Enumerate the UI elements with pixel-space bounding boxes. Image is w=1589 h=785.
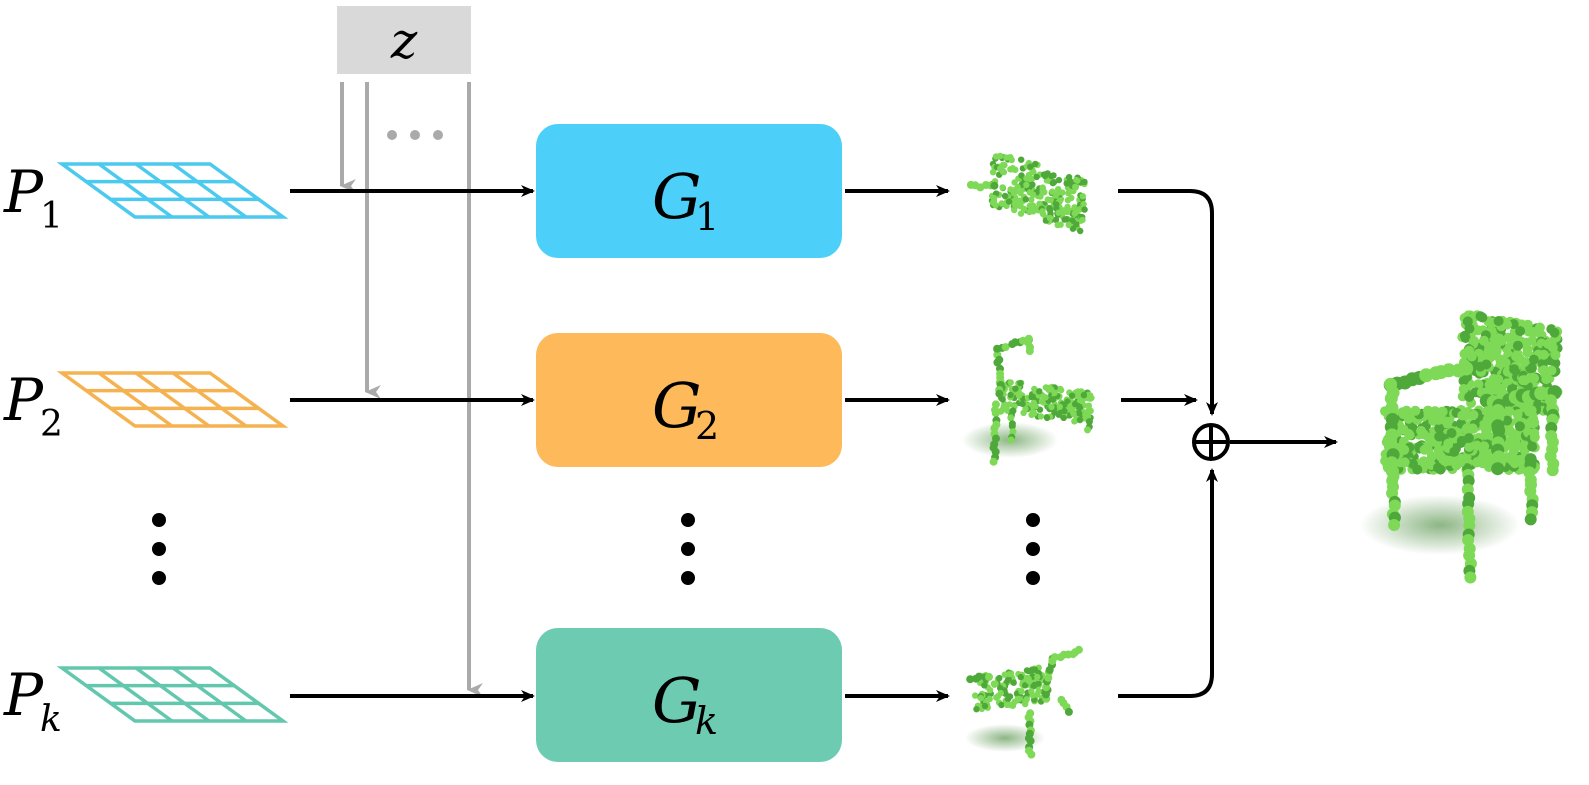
latent-z-box — [337, 6, 471, 74]
input-label-k: P k — [3, 661, 62, 740]
generator-label-1: G 1 — [652, 160, 719, 239]
input-label-2-subscript: 2 — [40, 404, 63, 445]
input-grid-k — [56, 666, 289, 723]
input-label-k-subscript: k — [40, 699, 62, 740]
route-part-1 — [1118, 189, 1218, 416]
input-grid-1 — [56, 162, 289, 219]
input-label-2: P 2 — [3, 366, 63, 445]
input-label-1-subscript: 1 — [40, 196, 63, 237]
generator-label-1-symbol: G — [652, 160, 702, 233]
generator-box-1 — [536, 124, 842, 258]
input-label-k-symbol: P — [3, 661, 44, 729]
input-label-1: P 1 — [3, 158, 63, 237]
generator-label-k-symbol: G — [652, 664, 702, 737]
combine-operator — [1192, 423, 1230, 461]
point-cloud-part-icon-k — [965, 645, 1083, 759]
part-vertical-ellipsis — [1026, 513, 1040, 585]
generator-vertical-ellipsis — [681, 513, 695, 585]
point-cloud-part-icon-2 — [962, 334, 1095, 466]
generator-label-k-subscript: k — [695, 699, 718, 743]
input-vertical-ellipsis — [152, 513, 166, 585]
generator-label-1-subscript: 1 — [695, 195, 719, 239]
generator-box-2 — [536, 333, 842, 467]
input-grid-2 — [56, 371, 289, 428]
generator-box-k — [536, 628, 842, 762]
point-cloud-chair-icon — [1360, 310, 1563, 584]
generator-label-2-subscript: 2 — [695, 404, 719, 448]
route-part-k — [1118, 468, 1218, 698]
generator-label-k: G k — [652, 664, 718, 743]
latent-z-label: z — [390, 12, 418, 70]
latent-ellipsis — [387, 130, 443, 140]
input-label-2-symbol: P — [3, 366, 44, 434]
generator-label-2: G 2 — [652, 369, 719, 448]
generator-label-2-symbol: G — [652, 369, 702, 442]
input-label-1-symbol: P — [3, 158, 44, 226]
input-grids — [56, 162, 289, 723]
point-cloud-part-icon-1 — [966, 152, 1088, 235]
